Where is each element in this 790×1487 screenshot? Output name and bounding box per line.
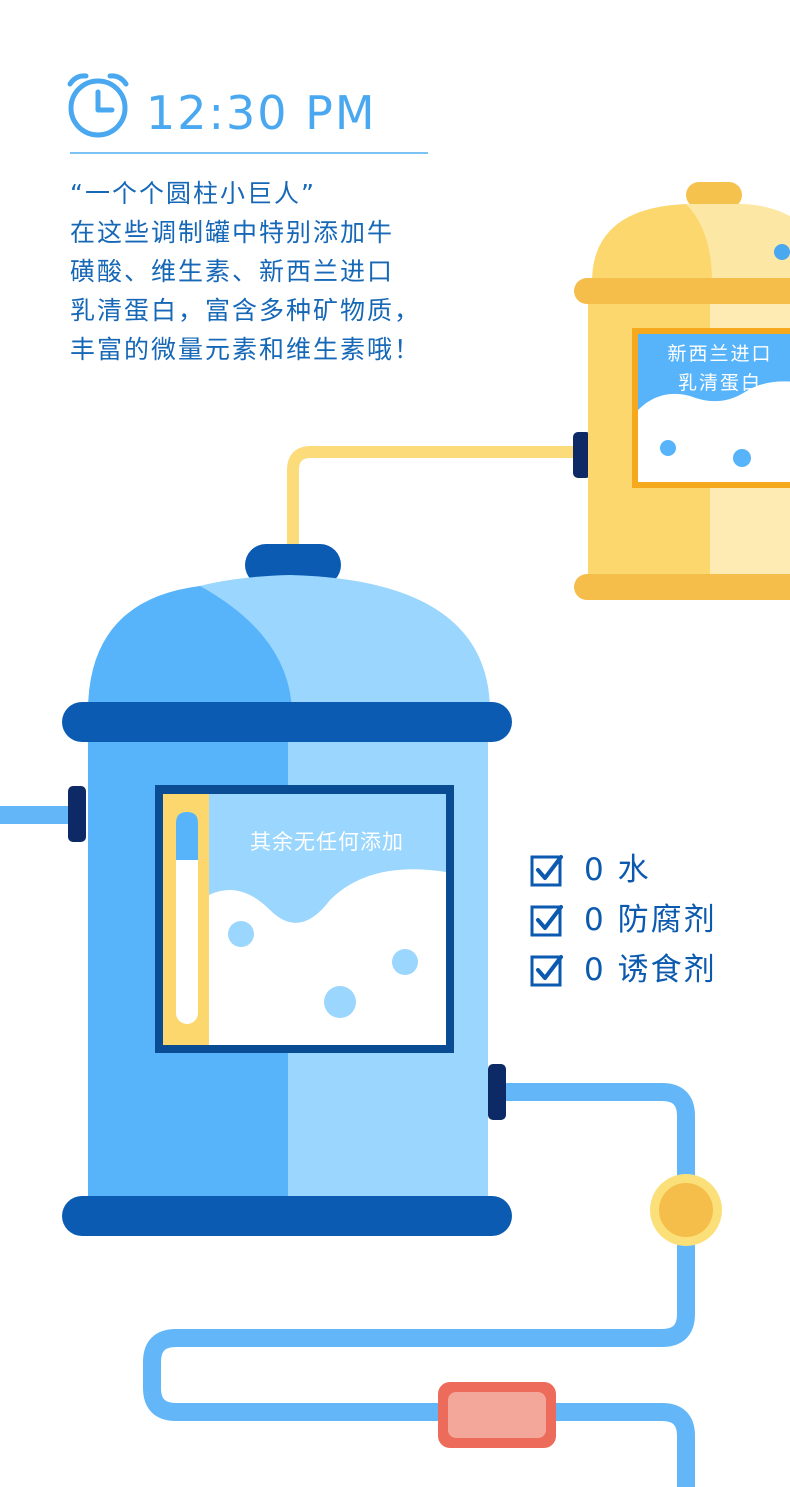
bottom-pipe-connector [488,1064,506,1120]
yellow-tank-label-line2: 乳清蛋白 [677,372,762,394]
yellow-pipe [287,446,580,560]
intro-line: 在这些调制罐中特别添加牛 [70,218,395,247]
checklist-item: 0 水 [530,845,717,895]
checklist-item: 0 诱食剂 [530,945,717,995]
checklist-item-label: 0 水 [584,852,651,888]
checklist: 0 水 0 防腐剂 0 诱食剂 [530,845,717,995]
checkbox-checked-icon [530,905,563,937]
checklist-item: 0 防腐剂 [530,895,717,945]
alarm-clock-icon [67,73,129,138]
yellow-tank-label: 新西兰进口 乳清蛋白 [640,340,790,398]
checkbox-checked-icon [530,855,563,887]
intro-line: 丰富的微量元素和维生素哦！ [70,335,422,364]
checkbox-checked-icon [530,955,563,987]
intro-line: 磺酸、维生素、新西兰进口 [70,257,395,286]
yellow-tank [574,182,790,600]
blue-tank-label: 其余无任何添加 [250,830,404,854]
yellow-pipe-connector [573,432,591,478]
intro-quote: “一个个圆柱小巨人” [70,179,316,208]
left-pipe-connector [68,786,86,842]
header-divider [70,152,428,154]
checklist-item-label: 0 诱食剂 [584,952,717,988]
left-pipe [0,806,80,824]
checklist-item-label: 0 防腐剂 [584,902,717,938]
blue-pipe [143,1083,695,1487]
intro-text: “一个个圆柱小巨人” 在这些调制罐中特别添加牛 磺酸、维生素、新西兰进口 乳清蛋… [70,174,490,369]
level-gauge [176,812,198,1024]
time-display: 12:30 PM [146,86,377,140]
intro-line: 乳清蛋白，富含多种矿物质， [70,296,422,325]
blue-tank [62,544,512,1236]
yellow-tank-label-line1: 新西兰进口 [667,343,773,365]
